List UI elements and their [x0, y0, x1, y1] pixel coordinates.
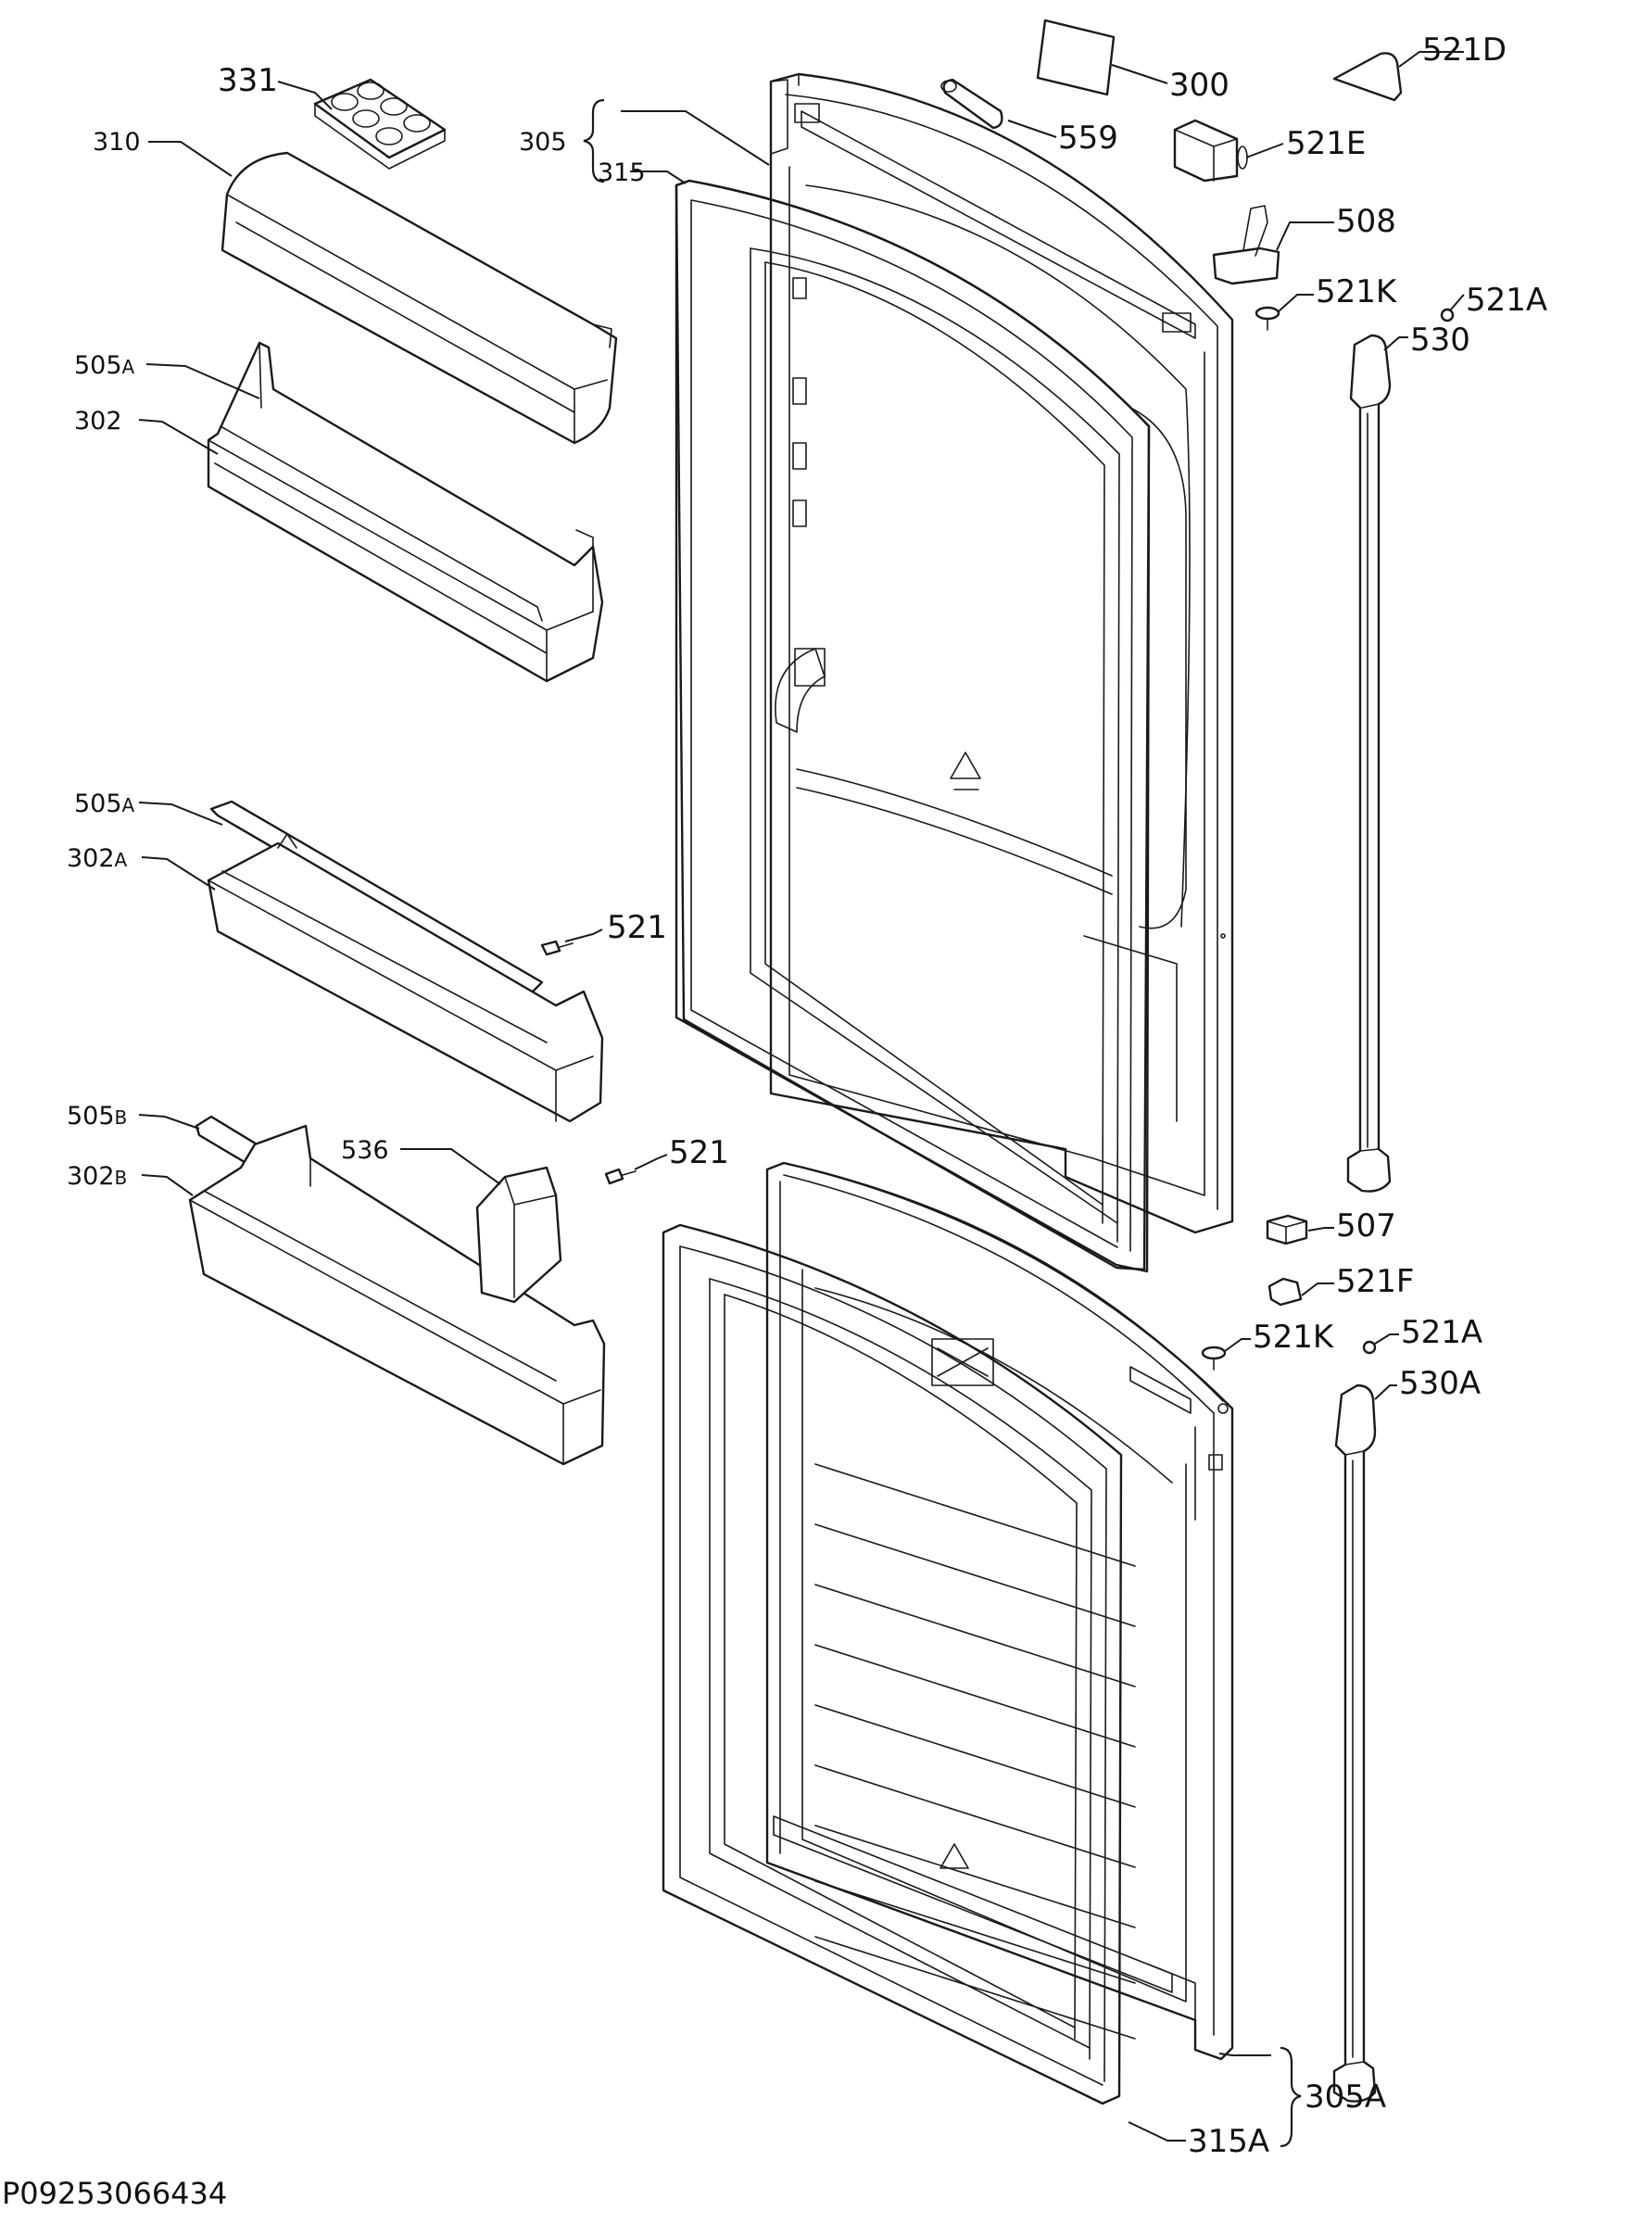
callout-521k-lower: 521K — [1253, 1319, 1335, 1356]
clip-521f — [1267, 1277, 1303, 1307]
cap-521a-upper — [1440, 308, 1455, 322]
door-bin-302 — [207, 341, 604, 683]
callout-labels: 331 310 505A 302 505A 302A 505B 302B 536… — [67, 32, 1547, 2160]
callout-300: 300 — [1169, 67, 1230, 104]
leader-lines — [138, 51, 1465, 2142]
door-handle-530a — [1332, 1384, 1377, 2103]
upper-door-gasket-315 — [675, 179, 1151, 1273]
document-id: P09253066434 — [2, 2176, 228, 2211]
upper-door-frame — [769, 72, 1234, 1234]
cylinder-559 — [940, 78, 1003, 130]
callout-302b: 302B — [67, 1162, 127, 1191]
hinge-bracket-508 — [1212, 205, 1280, 285]
hinge-cap-521e — [1173, 119, 1248, 183]
door-handle-530 — [1346, 334, 1392, 1193]
callout-521-lower: 521 — [669, 1134, 729, 1171]
screw-521k-upper — [1255, 306, 1280, 331]
callout-302: 302 — [74, 407, 122, 436]
freezer-shelf-lines — [814, 1463, 1136, 2040]
lower-door-frame — [765, 1161, 1234, 2061]
callout-315: 315 — [598, 158, 646, 187]
screw-521-upper — [540, 940, 574, 956]
callout-507: 507 — [1336, 1207, 1396, 1245]
screw-521k-lower — [1201, 1346, 1227, 1371]
callout-521-upper: 521 — [607, 909, 667, 946]
callout-505b: 505B — [67, 1102, 127, 1131]
dairy-compartment-310 — [221, 151, 618, 445]
callout-559: 559 — [1058, 120, 1118, 157]
lower-door-gasket-315a — [662, 1223, 1123, 2105]
callout-536: 536 — [341, 1136, 389, 1165]
door-bin-302a — [207, 800, 604, 1123]
label-plate-300 — [1036, 19, 1116, 96]
callout-305a: 305A — [1305, 2079, 1386, 2116]
callout-331: 331 — [218, 62, 278, 99]
callout-521k-upper: 521K — [1316, 273, 1398, 310]
door-bin-302b — [188, 1115, 606, 1466]
callout-505a-middle: 505A — [74, 790, 135, 818]
callout-508: 508 — [1336, 203, 1396, 240]
callout-521a-upper: 521A — [1466, 282, 1547, 319]
bin-divider-536 — [475, 1166, 562, 1304]
screw-521-lower — [604, 1168, 637, 1185]
callout-521a-lower: 521A — [1401, 1314, 1482, 1351]
callout-315a: 315A — [1188, 2123, 1269, 2160]
hinge-block-507 — [1266, 1214, 1308, 1245]
callout-305: 305 — [519, 128, 567, 157]
hinge-cover-521d — [1332, 52, 1403, 102]
callout-530a: 530A — [1399, 1365, 1481, 1402]
callout-530: 530 — [1410, 322, 1470, 359]
callout-302a: 302A — [67, 844, 128, 873]
callout-521f: 521F — [1336, 1263, 1414, 1300]
cap-521a-lower — [1362, 1340, 1377, 1355]
callout-310: 310 — [93, 128, 141, 157]
callout-505a-upper: 505A — [74, 351, 135, 380]
group-braces — [583, 98, 1302, 2148]
callout-521e: 521E — [1286, 125, 1366, 162]
callout-521d: 521D — [1422, 32, 1507, 69]
egg-tray-331 — [313, 78, 447, 170]
